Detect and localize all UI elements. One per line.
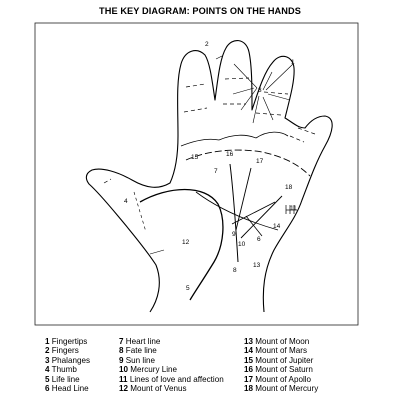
legend-item: 11 Lines of love and affection: [119, 374, 224, 384]
diagram-frame: [34, 22, 359, 326]
legend-column-3: 13 Mount of Moon 14 Mount of Mars 15 Mou…: [244, 337, 318, 393]
legend-item: 4 Thumb: [45, 365, 77, 375]
label-12: 12: [182, 239, 190, 246]
legend-item: 17 Mount of Apollo: [244, 374, 312, 384]
label-13: 13: [253, 262, 261, 269]
label-8: 8: [233, 267, 237, 274]
heart-line: [185, 149, 311, 177]
label-15: 15: [191, 154, 199, 161]
diagram-title: THE KEY DIAGRAM: POINTS ON THE HANDS: [99, 6, 301, 16]
legend-item: 13 Mount of Moon: [244, 337, 310, 346]
legend-item: 10 Mercury Line: [119, 365, 178, 375]
legend-item: 6 Head Line: [45, 384, 89, 394]
label-11: 11: [290, 205, 297, 212]
label-16: 16: [226, 151, 234, 158]
legend-column-2: 7 Heart line 8 Fate line 9 Sun line 10 M…: [119, 337, 224, 393]
legend-item: 3 Phalanges: [45, 355, 91, 365]
love-lines: [285, 205, 297, 214]
legend-item: 9 Sun line: [119, 355, 156, 365]
head-line: [195, 191, 279, 231]
label-17: 17: [256, 158, 264, 165]
legend-item: 14 Mount of Mars: [244, 346, 307, 356]
legend-item: 5 Life line: [45, 374, 80, 384]
label-2: 2: [205, 41, 209, 48]
phalange-creases: [103, 77, 316, 184]
label-7: 7: [214, 168, 218, 175]
label-4: 4: [124, 198, 128, 205]
sun-line: [235, 167, 252, 231]
label-18: 18: [285, 184, 293, 191]
label-10: 10: [238, 241, 246, 248]
label-5: 5: [186, 285, 190, 292]
legend-item: 18 Mount of Mercury: [244, 384, 319, 394]
legend-item: 1 Fingertips: [45, 337, 88, 346]
fate-line: [229, 163, 239, 263]
life-line: [139, 188, 224, 301]
label-3: 3: [258, 87, 262, 94]
legend-item: 8 Fate line: [119, 346, 157, 356]
legend-item: 7 Heart line: [119, 337, 161, 346]
legend-column-1: 1 Fingertips 2 Fingers 3 Phalanges 4 Thu…: [45, 337, 90, 393]
legend-item: 15 Mount of Jupiter: [244, 355, 314, 365]
pointer-lines: [215, 55, 294, 124]
label-1: 1: [291, 59, 295, 66]
mercury-line: [240, 195, 283, 239]
legend-item: 12 Mount of Venus: [119, 384, 187, 394]
legend-item: 16 Mount of Saturn: [244, 365, 313, 375]
legend-item: 2 Fingers: [45, 346, 79, 356]
label-6: 6: [257, 236, 261, 243]
label-9: 9: [232, 231, 236, 238]
hand-outline: [85, 40, 333, 313]
label-14: 14: [273, 223, 281, 230]
